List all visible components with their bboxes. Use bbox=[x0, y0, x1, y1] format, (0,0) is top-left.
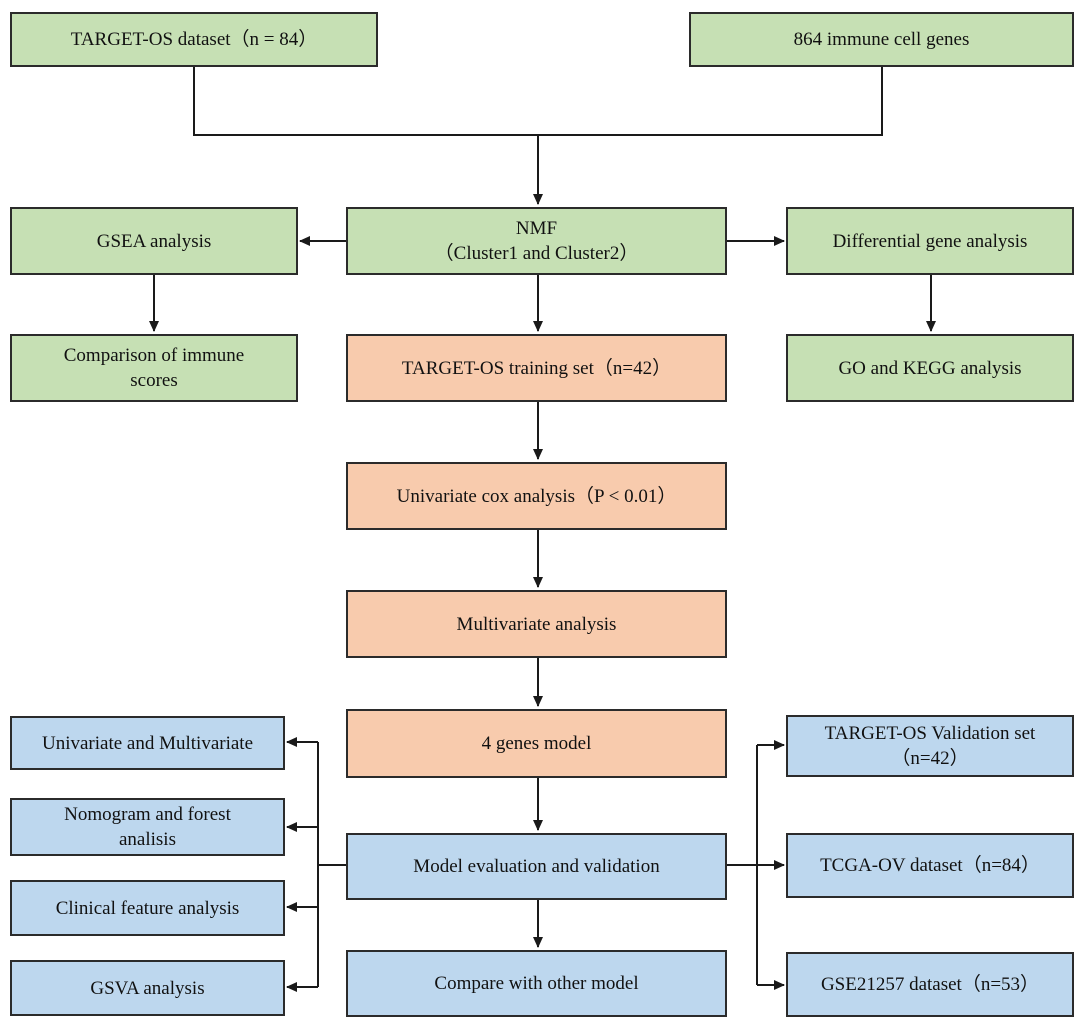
target-os-dataset-box: TARGET-OS dataset（n = 84） bbox=[10, 12, 378, 67]
training-set-box: TARGET-OS training set（n=42） bbox=[346, 334, 727, 402]
immune-genes-box: 864 immune cell genes bbox=[689, 12, 1074, 67]
merge-connector bbox=[193, 66, 883, 136]
gsea-analysis-box: GSEA analysis bbox=[10, 207, 298, 275]
compare-other-model-box: Compare with other model bbox=[346, 950, 727, 1017]
nomogram-forest-box: Nomogram and forest analisis bbox=[10, 798, 285, 856]
nmf-box: NMF （Cluster1 and Cluster2） bbox=[346, 207, 727, 275]
univariate-multivariate-box: Univariate and Multivariate bbox=[10, 716, 285, 770]
univariate-cox-box: Univariate cox analysis（P < 0.01） bbox=[346, 462, 727, 530]
tcga-ov-dataset-box: TCGA-OV dataset（n=84） bbox=[786, 833, 1074, 898]
four-genes-model-box: 4 genes model bbox=[346, 709, 727, 778]
differential-gene-analysis-box: Differential gene analysis bbox=[786, 207, 1074, 275]
multivariate-analysis-box: Multivariate analysis bbox=[346, 590, 727, 658]
clinical-feature-box: Clinical feature analysis bbox=[10, 880, 285, 936]
go-kegg-analysis-box: GO and KEGG analysis bbox=[786, 334, 1074, 402]
model-evaluation-box: Model evaluation and validation bbox=[346, 833, 727, 900]
validation-set-box: TARGET-OS Validation set （n=42） bbox=[786, 715, 1074, 777]
gse21257-dataset-box: GSE21257 dataset（n=53） bbox=[786, 952, 1074, 1017]
gsva-analysis-box: GSVA analysis bbox=[10, 960, 285, 1016]
immune-scores-box: Comparison of immune scores bbox=[10, 334, 298, 402]
